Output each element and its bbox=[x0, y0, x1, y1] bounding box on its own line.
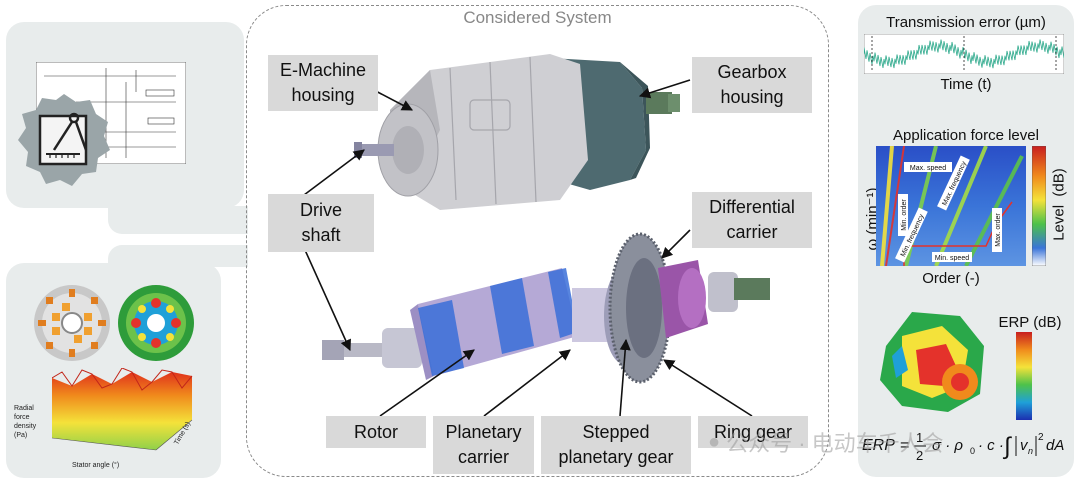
compass-design-icon bbox=[18, 94, 110, 186]
erp-formula-sub0: 0 bbox=[970, 446, 975, 456]
application-force-colorbar-label: Level (dB) bbox=[1050, 168, 1068, 241]
watermark-text: 公众号 · 电动车千人会 bbox=[726, 431, 944, 456]
label-emachine-housing: E-Machine housing bbox=[268, 55, 378, 111]
considered-system-title: Considered System bbox=[463, 8, 612, 27]
label-rotor: Rotor bbox=[326, 416, 426, 448]
erp-formula-n: n bbox=[1028, 446, 1033, 456]
erp-formula-num: 1 bbox=[916, 430, 923, 445]
annotation-max-order: Max. order bbox=[995, 213, 1002, 247]
considered-system-frame bbox=[246, 5, 829, 477]
annotation-min-speed: Min. speed bbox=[935, 255, 969, 262]
erp-formula-c: · c · bbox=[978, 437, 1004, 454]
erp-formula-sigma-rho: σ · ρ bbox=[932, 437, 963, 454]
force-density-surface bbox=[52, 368, 193, 451]
erp-formula-eq: = bbox=[900, 437, 909, 454]
erp-colorbar-label: ERP (dB) bbox=[998, 314, 1062, 331]
erp-formula-sq: 2 bbox=[1038, 432, 1044, 443]
drivetrain-illustration bbox=[322, 232, 770, 384]
label-drive-shaft: Drive shaft bbox=[268, 194, 374, 252]
erp-gearbox-contour bbox=[880, 312, 984, 412]
label-ring-gear: Ring gear bbox=[698, 416, 808, 448]
wechat-icon: ● bbox=[708, 430, 721, 453]
annotation-max-speed: Max. speed bbox=[910, 165, 946, 172]
transmission-error-xlabel: Time (t) bbox=[940, 76, 992, 93]
motor-cross-section-grey bbox=[34, 285, 110, 361]
stator-axis-label: Stator angle (°) bbox=[72, 462, 120, 469]
label-differential-carrier: Differential carrier bbox=[692, 192, 812, 248]
erp-formula-integral: ∫ bbox=[1002, 433, 1012, 460]
erp-formula: ERP = 1 2 σ · ρ 0 · c · ∫ v n 2 dA bbox=[862, 430, 1064, 463]
application-force-title: Application force level bbox=[893, 127, 1039, 144]
erp-formula-da: dA bbox=[1046, 437, 1064, 454]
transmission-error-title: Transmission error (µm) bbox=[886, 14, 1046, 31]
connector-band-bottom bbox=[108, 245, 248, 267]
annotation-min-order: Min. order bbox=[901, 199, 908, 231]
label-stepped-planetary-gear: Stepped planetary gear bbox=[541, 416, 691, 474]
housing-assembly-illustration bbox=[354, 54, 680, 210]
motor-cross-section-color bbox=[118, 285, 194, 361]
application-force-colorbar bbox=[1032, 146, 1046, 266]
erp-colorbar bbox=[1016, 332, 1032, 420]
application-force-xlabel: Order (-) bbox=[922, 270, 980, 287]
label-gearbox-housing: Gearbox housing bbox=[692, 57, 812, 113]
erp-formula-lhs: ERP bbox=[862, 437, 895, 454]
label-planetary-carrier: Planetary carrier bbox=[433, 416, 534, 474]
density-axis-label: Radial force density (Pa) bbox=[14, 405, 37, 439]
watermark: ● 公众号 · 电动车千人会 bbox=[708, 426, 944, 458]
application-force-spectrogram: Max. speed Min. order Max. frequency Min… bbox=[876, 146, 1026, 266]
connector-band-top bbox=[108, 206, 248, 234]
erp-formula-den: 2 bbox=[916, 448, 923, 463]
transmission-error-plot bbox=[864, 34, 1064, 74]
transmission-error-signal bbox=[864, 39, 1064, 69]
erp-formula-v: v bbox=[1020, 437, 1029, 454]
